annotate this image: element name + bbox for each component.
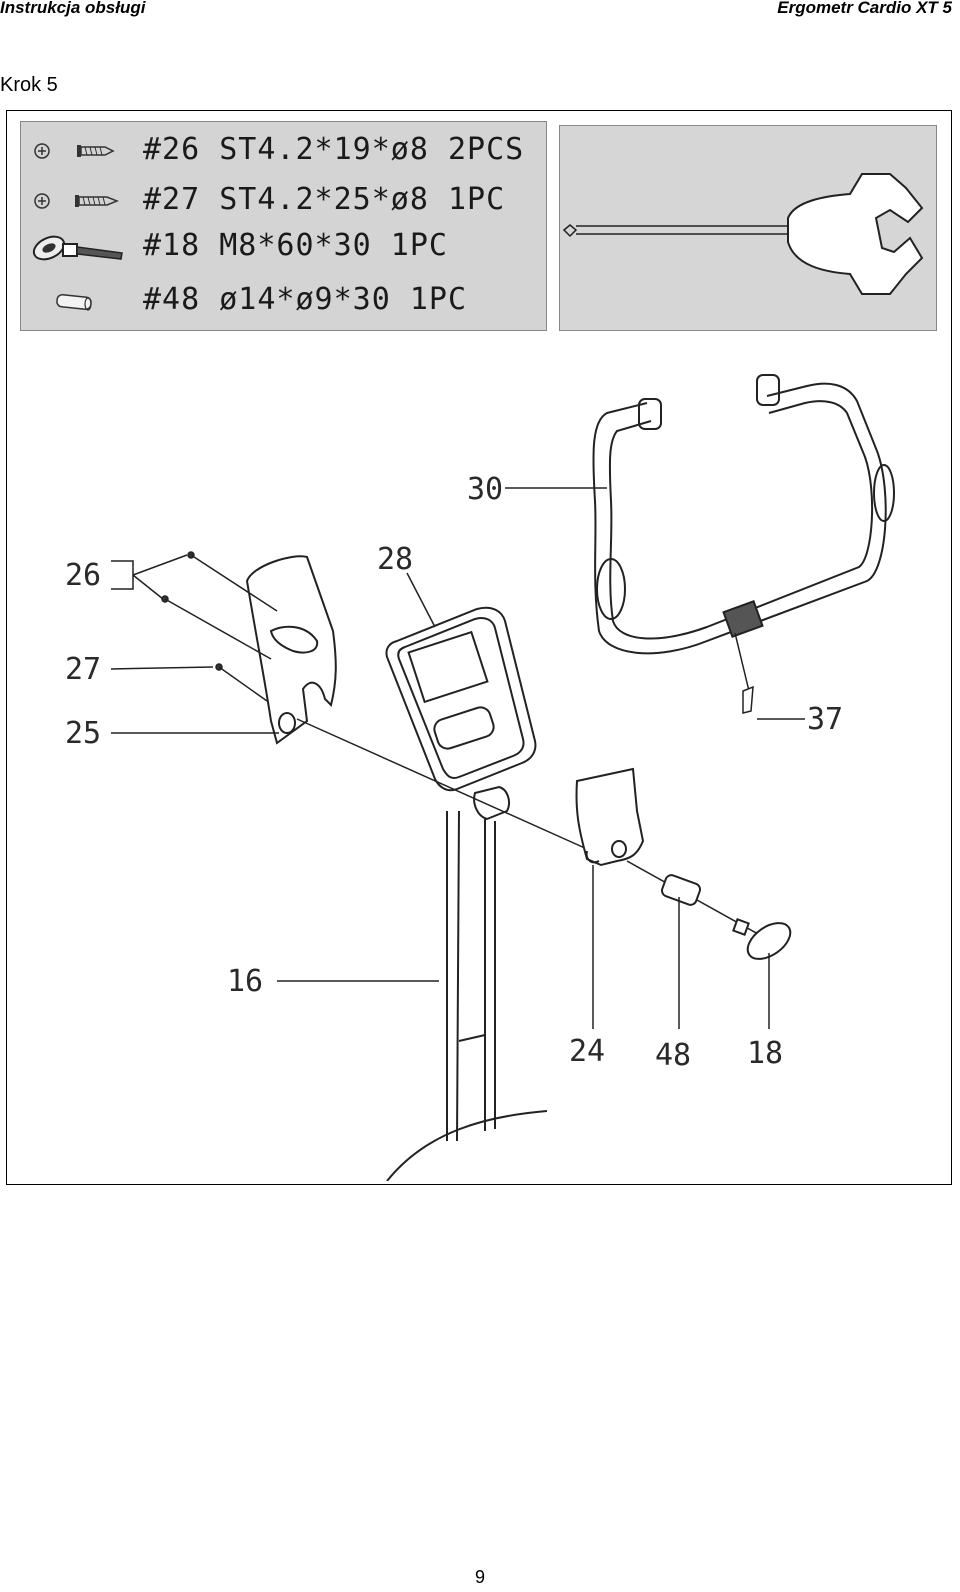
callout-25: 25 — [65, 716, 101, 751]
part-row-48: #48 ø14*ø9*30 1PC — [21, 282, 546, 322]
spacer-tube-icon — [56, 294, 92, 311]
knob-bolt-icon — [32, 235, 123, 261]
tool-panel — [559, 125, 937, 331]
assembly-figure: #26 ST4.2*19*ø8 2PCS #27 ST4.2*25*ø8 1PC… — [6, 110, 952, 1185]
callout-24: 24 — [569, 1034, 605, 1069]
callout-16: 16 — [227, 964, 263, 999]
knob-bolt-18 — [732, 918, 792, 960]
upright-16 — [386, 810, 548, 1181]
part-code-27: #27 ST4.2*25*ø8 1PC — [143, 182, 506, 217]
screw-icon — [34, 193, 120, 209]
cover-24 — [575, 767, 645, 867]
cover-25 — [245, 555, 337, 745]
callout-30: 30 — [467, 472, 503, 507]
callout-18: 18 — [747, 1036, 783, 1071]
page-number: 9 — [474, 1567, 485, 1587]
console-28 — [385, 606, 537, 821]
handlebar-30 — [592, 374, 895, 655]
part-code-48: #48 ø14*ø9*30 1PC — [143, 282, 468, 317]
header-right-title: Ergometr Cardio XT 5 — [777, 0, 952, 17]
spacer-48 — [661, 874, 701, 906]
step-title: Krok 5 — [0, 74, 58, 96]
screwdriver-wrench-icon — [562, 173, 924, 295]
callout-37: 37 — [807, 702, 843, 737]
screws-26-27 — [161, 551, 278, 702]
part-row-26: #26 ST4.2*19*ø8 2PCS — [21, 132, 546, 172]
header-left-title: Instrukcja obsługi — [0, 0, 146, 17]
part-code-18: #18 M8*60*30 1PC — [143, 228, 448, 263]
part-code-26: #26 ST4.2*19*ø8 2PCS — [143, 132, 525, 167]
part-row-27: #27 ST4.2*25*ø8 1PC — [21, 182, 546, 222]
exploded-assembly-diagram: 30 28 26 27 25 37 16 24 48 18 — [65, 374, 895, 1181]
part-row-18: #18 M8*60*30 1PC — [21, 228, 546, 268]
callout-28: 28 — [377, 542, 413, 577]
screw-icon — [34, 143, 115, 159]
parts-list: #26 ST4.2*19*ø8 2PCS #27 ST4.2*25*ø8 1PC… — [20, 121, 547, 331]
callout-26: 26 — [65, 558, 101, 593]
callout-48: 48 — [655, 1038, 691, 1073]
callout-27: 27 — [65, 652, 101, 687]
